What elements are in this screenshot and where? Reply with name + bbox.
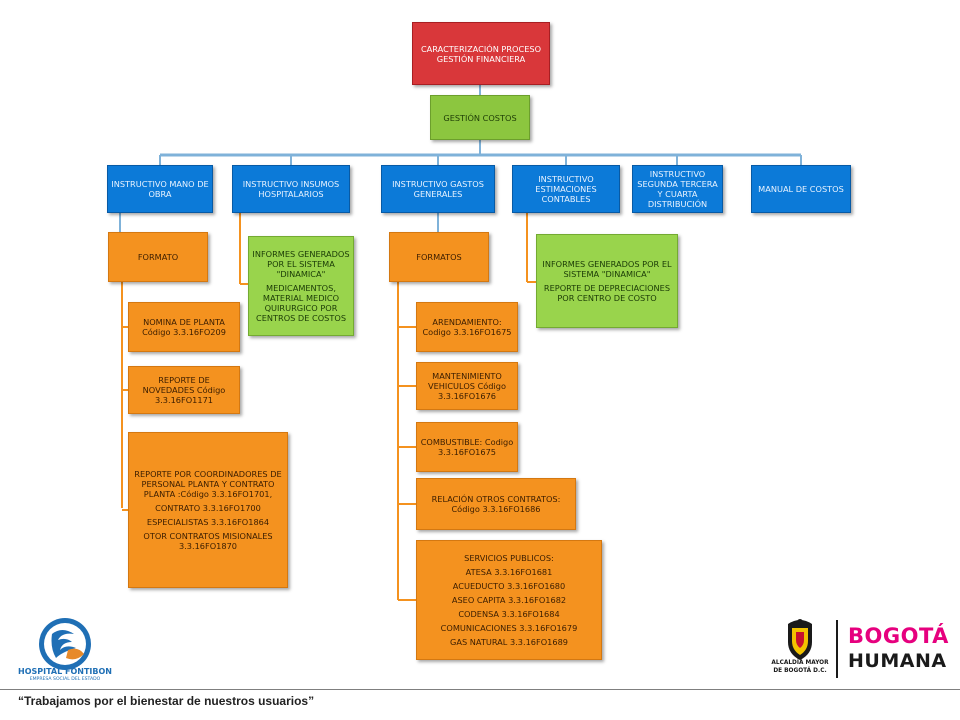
b2-item-3-text: RELACIÓN OTROS CONTRATOS: Código 3.3.16F… (431, 494, 561, 514)
branch-node-3-text: INSTRUCTIVO ESTIMACIONES CONTABLES (535, 174, 597, 204)
gestion-costos-node-text: GESTIÓN COSTOS (443, 112, 517, 123)
b2-item-3: RELACIÓN OTROS CONTRATOS: Código 3.3.16F… (416, 478, 576, 530)
hospital-fontibon-logo: HOSPITAL FONTIBON EMPRESA SOCIAL DEL EST… (10, 616, 120, 686)
branch-node-4: INSTRUCTIVO SEGUNDA TERCERA Y CUARTA DIS… (632, 165, 723, 213)
bogota-coat-of-arms-icon (788, 619, 812, 660)
branch-node-0-text: INSTRUCTIVO MANO DE OBRA (111, 179, 209, 199)
b0-item-2-text: CONTRATO 3.3.16FO1700 (155, 503, 261, 513)
b0-item-2: REPORTE POR COORDINADORES DE PERSONAL PL… (128, 432, 288, 588)
b2-item-1-text: MANTENIMIENTO VEHICULOS Código 3.3.16FO1… (428, 371, 506, 401)
b1-report-node: INFORMES GENERADOS POR EL SISTEMA "DINAM… (248, 236, 354, 336)
b2-item-1: MANTENIMIENTO VEHICULOS Código 3.3.16FO1… (416, 362, 518, 410)
b0-formato-node-text: FORMATO (137, 252, 179, 262)
branch-node-5-text: MANUAL DE COSTOS (758, 184, 844, 194)
bogota-word: BOGOTÁ (848, 624, 949, 648)
b0-item-1-text: REPORTE DE NOVEDADES Código 3.3.16FO1171 (142, 375, 226, 405)
b2-item-4-text: CODENSA 3.3.16FO1684 (458, 609, 560, 619)
b2-item-2: COMBUSTIBLE: Codigo 3.3.16FO1675 (416, 422, 518, 472)
branch-node-0: INSTRUCTIVO MANO DE OBRA (107, 165, 213, 213)
b0-formato-node: FORMATO (108, 232, 208, 282)
b0-item-0-text: NOMINA DE PLANTA Código 3.3.16FO209 (142, 317, 226, 337)
b2-item-4-text: GAS NATURAL 3.3.16FO1689 (450, 637, 568, 647)
b2-item-0-text: ARENDAMIENTO: Codigo 3.3.16FO1675 (422, 317, 512, 337)
b3-report-node-text: INFORMES GENERADOS POR EL SISTEMA "DINAM… (542, 259, 672, 279)
b2-item-0: ARENDAMIENTO: Codigo 3.3.16FO1675 (416, 302, 518, 352)
b0-item-1: REPORTE DE NOVEDADES Código 3.3.16FO1171 (128, 366, 240, 414)
b3-report-node-text: REPORTE DE DEPRECIACIONES POR CENTRO DE … (543, 283, 671, 303)
bogota-humana-logo: ALCALDÍA MAYOR DE BOGOTÁ D.C. BOGOTÁ HUM… (770, 616, 949, 684)
alcaldia-line-1: ALCALDÍA MAYOR (771, 660, 829, 666)
branch-node-2-text: INSTRUCTIVO GASTOS GENERALES (392, 179, 484, 199)
b2-item-4-text: COMUNICACIONES 3.3.16FO1679 (440, 623, 578, 633)
branch-node-1: INSTRUCTIVO INSUMOS HOSPITALARIOS (232, 165, 350, 213)
b2-item-4-text: ATESA 3.3.16FO1681 (465, 567, 553, 577)
footer-divider (0, 689, 960, 690)
b0-item-2-text: OTOR CONTRATOS MISIONALES 3.3.16FO1870 (143, 531, 273, 551)
b2-item-4-text: SERVICIOS PUBLICOS: (464, 553, 554, 563)
branch-node-5: MANUAL DE COSTOS (751, 165, 851, 213)
root-node-text: CARACTERIZACIÓN PROCESO GESTIÓN FINANCIE… (420, 43, 542, 64)
b0-item-0: NOMINA DE PLANTA Código 3.3.16FO209 (128, 302, 240, 352)
humana-word: HUMANA (848, 650, 947, 672)
hospital-subtitle: EMPRESA SOCIAL DEL ESTADO (29, 677, 101, 682)
footer-slogan: “Trabajamos por el bienestar de nuestros… (18, 694, 315, 708)
b0-item-2-text: REPORTE POR COORDINADORES DE PERSONAL PL… (134, 469, 282, 499)
branch-node-3: INSTRUCTIVO ESTIMACIONES CONTABLES (512, 165, 620, 213)
branch-node-1-text: INSTRUCTIVO INSUMOS HOSPITALARIOS (242, 179, 340, 199)
b2-formatos-node-text: FORMATOS (416, 252, 462, 262)
branch-node-4-text: INSTRUCTIVO SEGUNDA TERCERA Y CUARTA DIS… (637, 169, 718, 209)
b2-item-4-text: ASEO CAPITA 3.3.16FO1682 (451, 595, 567, 605)
b2-item-4-text: ACUEDUCTO 3.3.16FO1680 (452, 581, 566, 591)
b3-report-node: INFORMES GENERADOS POR EL SISTEMA "DINAM… (536, 234, 678, 328)
b1-report-node-text: MEDICAMENTOS, MATERIAL MEDICO QUIRURGICO… (255, 283, 347, 323)
b2-item-2-text: COMBUSTIBLE: Codigo 3.3.16FO1675 (420, 437, 514, 457)
branch-node-2: INSTRUCTIVO GASTOS GENERALES (381, 165, 495, 213)
b2-formatos-node: FORMATOS (389, 232, 489, 282)
root-node: CARACTERIZACIÓN PROCESO GESTIÓN FINANCIE… (412, 22, 550, 85)
hospital-name: HOSPITAL FONTIBON (18, 667, 112, 676)
logo-divider (836, 620, 838, 678)
b0-item-2-text: ESPECIALISTAS 3.3.16FO1864 (146, 517, 270, 527)
b1-report-node-text: INFORMES GENERADOS POR EL SISTEMA "DINAM… (252, 249, 350, 279)
alcaldia-line-2: DE BOGOTÁ D.C. (773, 668, 827, 674)
gestion-costos-node: GESTIÓN COSTOS (430, 95, 530, 140)
hospital-emblem-icon (39, 618, 91, 670)
